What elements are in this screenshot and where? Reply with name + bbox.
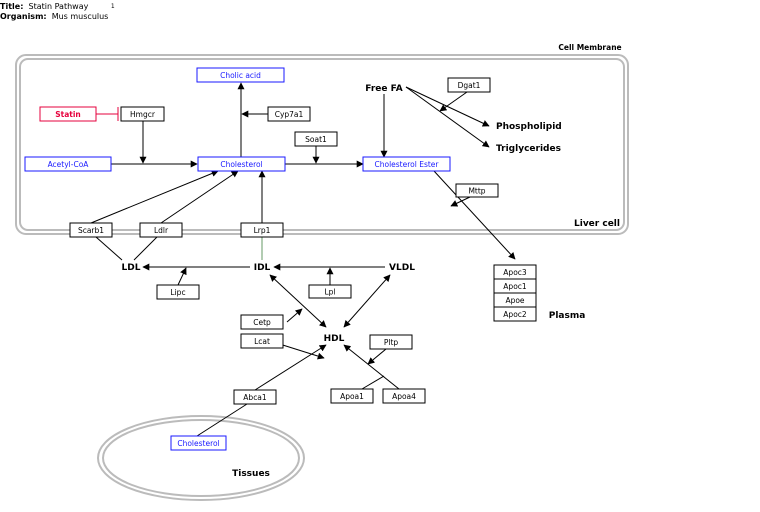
edge-scarb1-cholesterol [90,170,219,224]
organism-row: Organism: Mus musculus [0,12,115,22]
edge-abca1-hdl [254,344,327,391]
title-row: Title: Statin Pathway 1 [0,2,115,12]
svg-text:Apoc2: Apoc2 [503,310,527,319]
svg-text:Cholesterol: Cholesterol [220,160,262,169]
label-liver-cell: Liver cell [574,219,620,229]
node-cholesterol[interactable]: Cholesterol [197,156,286,172]
title-footnote: 1 [110,3,115,10]
svg-text:Apoe: Apoe [505,296,524,305]
label-phospholipid: Phospholipid [496,122,562,132]
edge-ldlr-cholesterol [160,170,239,224]
node-pltp[interactable]: Pltp [369,334,413,350]
node-mttp[interactable]: Mttp [455,183,499,198]
svg-text:Apoa4: Apoa4 [392,392,416,401]
svg-text:Cholic acid: Cholic acid [220,71,261,80]
pathway-title: Statin Pathway [28,2,89,11]
edge-lipc [177,267,187,286]
svg-text:Mttp: Mttp [468,187,485,196]
svg-text:Apoa1: Apoa1 [340,392,364,401]
label-cell-membrane: Cell Membrane [558,43,621,52]
title-label: Title: [0,2,24,11]
svg-text:Apoc1: Apoc1 [503,282,527,291]
edge-dgat1 [439,91,468,112]
gene-nodes: Hmgcr Cyp7a1 Dgat1 Soat1 Mttp Scarb1 Ldl… [69,77,537,405]
node-dgat1[interactable]: Dgat1 [447,77,491,93]
node-statin[interactable]: Statin [39,106,97,122]
edge-tissue-abca1 [196,403,248,437]
edge-apoa1-hdl [361,375,385,390]
node-cetp[interactable]: Cetp [240,314,284,330]
label-vldl: VLDL [389,263,415,273]
organism-label: Organism: [0,12,47,21]
label-idl: IDL [254,263,271,273]
svg-text:Lrp1: Lrp1 [254,226,271,235]
edge-apoa4-hdl [343,344,400,390]
pathway-edges [90,82,516,437]
node-apoa1[interactable]: Apoa1 [330,388,374,404]
node-apoc2[interactable]: Apoc2 [493,306,537,322]
node-acetyl-coa[interactable]: Acetyl-CoA [24,156,112,172]
edge-pltp [367,348,387,365]
node-soat1[interactable]: Soat1 [294,131,338,147]
label-triglycerides: Triglycerides [496,144,561,154]
svg-text:Cyp7a1: Cyp7a1 [275,110,304,119]
node-abca1[interactable]: Abca1 [233,389,277,405]
edge-ester-plasma [433,170,516,260]
pathway-header: Title: Statin Pathway 1 Organism: Mus mu… [0,2,115,22]
svg-text:Abca1: Abca1 [243,393,267,402]
edge-ldl-scarb1 [95,236,123,261]
node-hmgcr[interactable]: Hmgcr [120,106,165,122]
node-apoc1[interactable]: Apoc1 [493,278,537,294]
svg-text:Acetyl-CoA: Acetyl-CoA [48,160,90,169]
liver-cell-membrane [15,54,629,235]
edge-cetp [286,308,303,323]
node-ldlr[interactable]: Ldlr [139,222,183,238]
node-apoa4[interactable]: Apoa4 [382,388,426,404]
node-lipc[interactable]: Lipc [156,284,200,300]
svg-text:Scarb1: Scarb1 [78,226,104,235]
diagram-labels: Cell Membrane Liver cell Plasma Tissues … [122,43,622,479]
node-lpl[interactable]: Lpl [308,284,352,299]
svg-text:Ldlr: Ldlr [154,226,169,235]
edge-vldl-hdl [343,274,391,328]
tissues-membrane [97,415,305,501]
node-cholic-acid[interactable]: Cholic acid [196,67,285,83]
organism-name: Mus musculus [51,12,109,21]
svg-text:Soat1: Soat1 [305,135,327,144]
node-cyp7a1[interactable]: Cyp7a1 [267,106,311,122]
svg-text:Cetp: Cetp [253,318,271,327]
label-tissues: Tissues [232,469,270,479]
svg-text:Cholesterol: Cholesterol [177,439,219,448]
edge-freefa-triglycerides [405,86,490,148]
edge-ldl-ldlr [133,236,158,261]
svg-text:Apoc3: Apoc3 [503,268,527,277]
node-lcat[interactable]: Lcat [240,333,284,349]
svg-text:Lcat: Lcat [254,337,270,346]
svg-text:Statin: Statin [55,110,81,119]
svg-text:Cholesterol Ester: Cholesterol Ester [375,160,440,169]
label-free-fa: Free FA [365,84,402,94]
metabolite-nodes: Cholic acid Acetyl-CoA Cholesterol Chole… [24,67,451,451]
svg-text:Dgat1: Dgat1 [458,81,481,90]
svg-text:Pltp: Pltp [384,338,399,347]
node-lrp1[interactable]: Lrp1 [240,222,284,238]
label-ldl: LDL [122,263,141,273]
svg-text:Lpl: Lpl [324,288,335,297]
label-plasma: Plasma [549,311,586,321]
edge-idl-hdl [269,274,327,328]
node-apoe[interactable]: Apoe [493,292,537,308]
node-scarb1[interactable]: Scarb1 [69,222,113,238]
svg-text:Lipc: Lipc [170,288,185,297]
edge-freefa-phospholipid [405,86,490,127]
svg-text:Hmgcr: Hmgcr [130,110,156,119]
label-hdl: HDL [324,334,345,344]
edge-mttp [450,196,471,207]
node-apoc3[interactable]: Apoc3 [493,264,537,280]
node-tissue-cholesterol[interactable]: Cholesterol [170,435,227,451]
node-cholesterol-ester[interactable]: Cholesterol Ester [362,156,451,172]
